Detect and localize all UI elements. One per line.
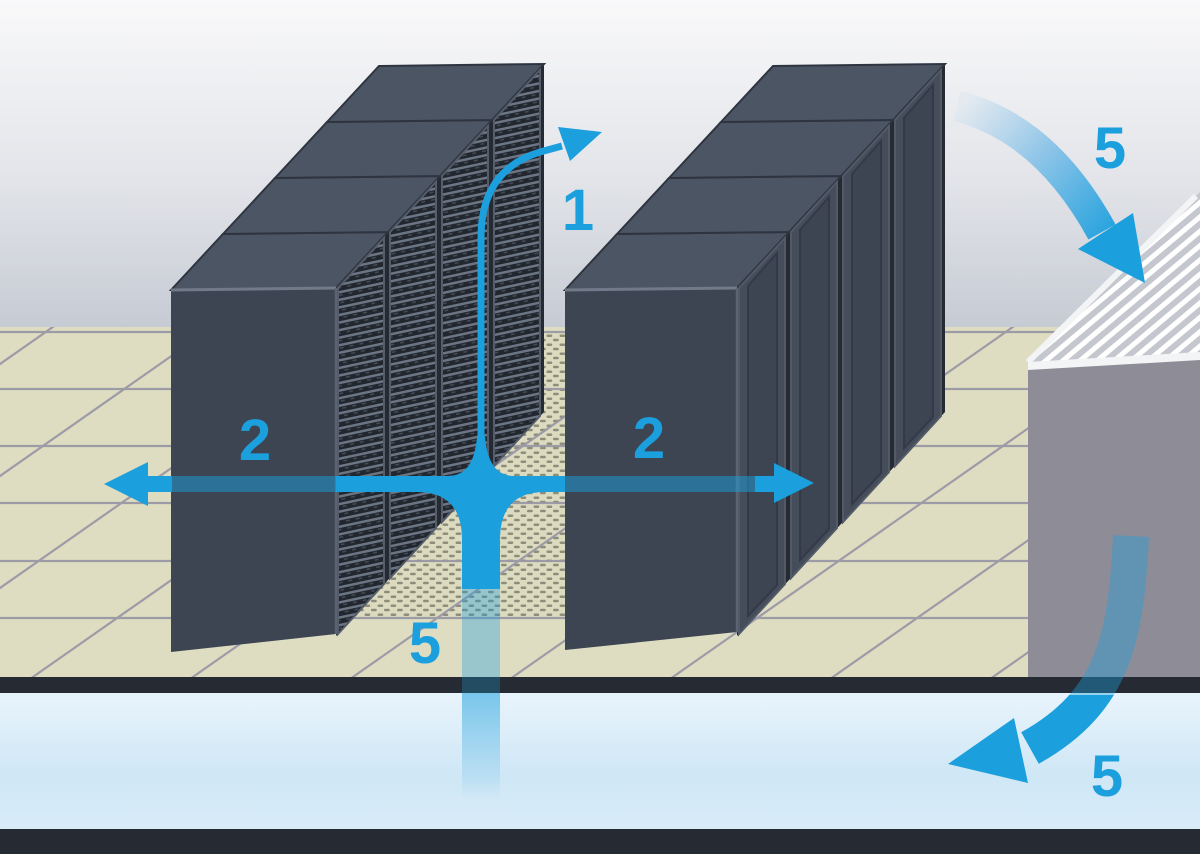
crac-discharge-arrowhead bbox=[948, 718, 1028, 783]
crac-discharge-arrow bbox=[1020, 695, 1114, 764]
label-crac-intake: 5 bbox=[1094, 116, 1126, 181]
underfloor-supply-duct bbox=[462, 589, 500, 801]
left-row-backing bbox=[336, 64, 544, 636]
server-front bbox=[389, 179, 437, 581]
rack-rear-doors bbox=[738, 67, 942, 637]
right-rack-top bbox=[718, 62, 948, 124]
crac-discharge-airflow bbox=[948, 535, 1149, 783]
rack-exhaust-arrow bbox=[477, 142, 563, 436]
label-underfloor-supply: 5 bbox=[409, 611, 441, 676]
right-row-end-face bbox=[565, 288, 737, 650]
server-front bbox=[337, 235, 385, 637]
crac-front-face bbox=[1028, 352, 1200, 677]
label-rack-exhaust: 1 bbox=[562, 178, 594, 243]
server-front bbox=[493, 67, 541, 469]
cold-aisle-right-band bbox=[565, 476, 755, 492]
left-rack-top bbox=[324, 62, 547, 124]
cold-aisle-right-arrowhead bbox=[774, 463, 814, 503]
crac-unit bbox=[1025, 192, 1200, 677]
flow-labels: 1 2 2 5 5 5 bbox=[239, 116, 1126, 809]
supply-airflow bbox=[104, 127, 814, 589]
rack-exhaust-arrowhead bbox=[558, 127, 602, 161]
right-rack-row bbox=[562, 62, 948, 650]
right-row-top-edge bbox=[564, 286, 738, 292]
cold-aisle-right-solid bbox=[755, 476, 777, 492]
cold-aisle-left-band bbox=[171, 476, 336, 492]
crac-intake-arrow bbox=[952, 90, 1116, 240]
label-cold-aisle-left: 2 bbox=[239, 408, 271, 473]
label-cold-aisle-right: 2 bbox=[633, 406, 665, 471]
floor-slab-edge bbox=[0, 677, 1200, 693]
cold-aisle-left-solid bbox=[144, 476, 172, 492]
crac-grille-edge bbox=[1025, 193, 1199, 365]
cold-aisle-left-arrowhead bbox=[104, 462, 148, 506]
left-row-end-face bbox=[171, 288, 336, 652]
bottom-slab bbox=[0, 829, 1200, 854]
left-row-top-edge bbox=[170, 286, 337, 292]
crac-intake-arrowhead bbox=[1078, 213, 1145, 283]
label-plenum-discharge: 5 bbox=[1091, 744, 1123, 809]
crac-intake-airflow bbox=[952, 90, 1145, 283]
